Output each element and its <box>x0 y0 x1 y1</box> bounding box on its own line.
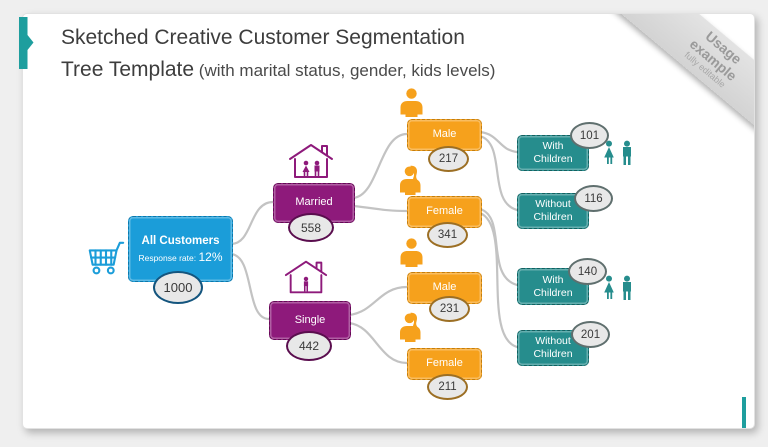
man-icon <box>400 238 423 267</box>
node-with-children-label: With Children <box>533 140 573 165</box>
count-value: 211 <box>438 381 457 393</box>
count-all-customers: 1000 <box>153 271 203 304</box>
bookmark-arrow-icon <box>19 17 34 69</box>
family-icon <box>604 140 631 165</box>
count-married-male-without-children: 116 <box>574 185 613 212</box>
tree-connectors <box>229 130 519 365</box>
family-icon <box>604 275 631 300</box>
woman-icon <box>400 312 421 342</box>
count-value: 558 <box>300 220 322 235</box>
count-value: 341 <box>437 229 458 241</box>
node-single-female-label: Female <box>426 357 463 370</box>
count-married-male: 217 <box>428 146 469 172</box>
node-all-customers-label: All Customers <box>141 234 220 247</box>
node-single-male-label: Male <box>432 281 457 294</box>
node-married-female-label: Female <box>426 205 463 218</box>
title-line-1: Sketched Creative Customer Segmentation <box>61 26 465 49</box>
slide-accent-bar <box>742 397 746 428</box>
count-single-female: 211 <box>427 374 468 400</box>
rate-value: 12% <box>198 249 223 264</box>
count-value: 101 <box>579 129 600 142</box>
count-value: 217 <box>438 153 459 165</box>
count-married-female-with-children: 140 <box>568 258 607 285</box>
slide-card: Sketched Creative Customer Segmentation … <box>22 13 755 429</box>
woman-icon <box>400 165 421 195</box>
node-without-children-label: Without Children <box>533 335 573 360</box>
node-married-male-label: Male <box>432 128 457 141</box>
count-value: 442 <box>298 339 320 353</box>
title-line-2: Tree Template (with marital status, gend… <box>61 54 661 86</box>
house-single-icon <box>284 260 328 294</box>
node-single-label: Single <box>294 313 326 326</box>
title-line-2-suffix: (with marital status, gender, kids level… <box>194 60 496 80</box>
count-married-female-without-children: 201 <box>571 321 610 348</box>
man-icon <box>400 88 423 117</box>
count-married-male-with-children: 101 <box>570 122 609 149</box>
count-value: 140 <box>577 265 598 278</box>
count-value: 231 <box>439 303 460 315</box>
count-single: 442 <box>286 331 332 361</box>
node-married-label: Married <box>295 196 333 209</box>
slide-title: Sketched Creative Customer Segmentation … <box>61 22 661 85</box>
count-value: 201 <box>580 328 601 341</box>
count-value: 1000 <box>163 280 193 295</box>
shopping-cart-icon <box>88 241 125 275</box>
count-single-male: 231 <box>429 296 470 322</box>
title-line-2-main: Tree Template <box>61 57 195 81</box>
rate-label: Response rate: <box>138 252 197 263</box>
count-value: 116 <box>584 192 603 205</box>
node-with-children-label: With Children <box>533 273 573 299</box>
node-all-customers-rate: Response rate: 12% <box>138 250 222 264</box>
count-married-female: 341 <box>427 222 468 248</box>
node-without-children-label: Without Children <box>533 198 573 223</box>
house-couple-icon <box>289 144 333 178</box>
count-married: 558 <box>288 213 334 242</box>
